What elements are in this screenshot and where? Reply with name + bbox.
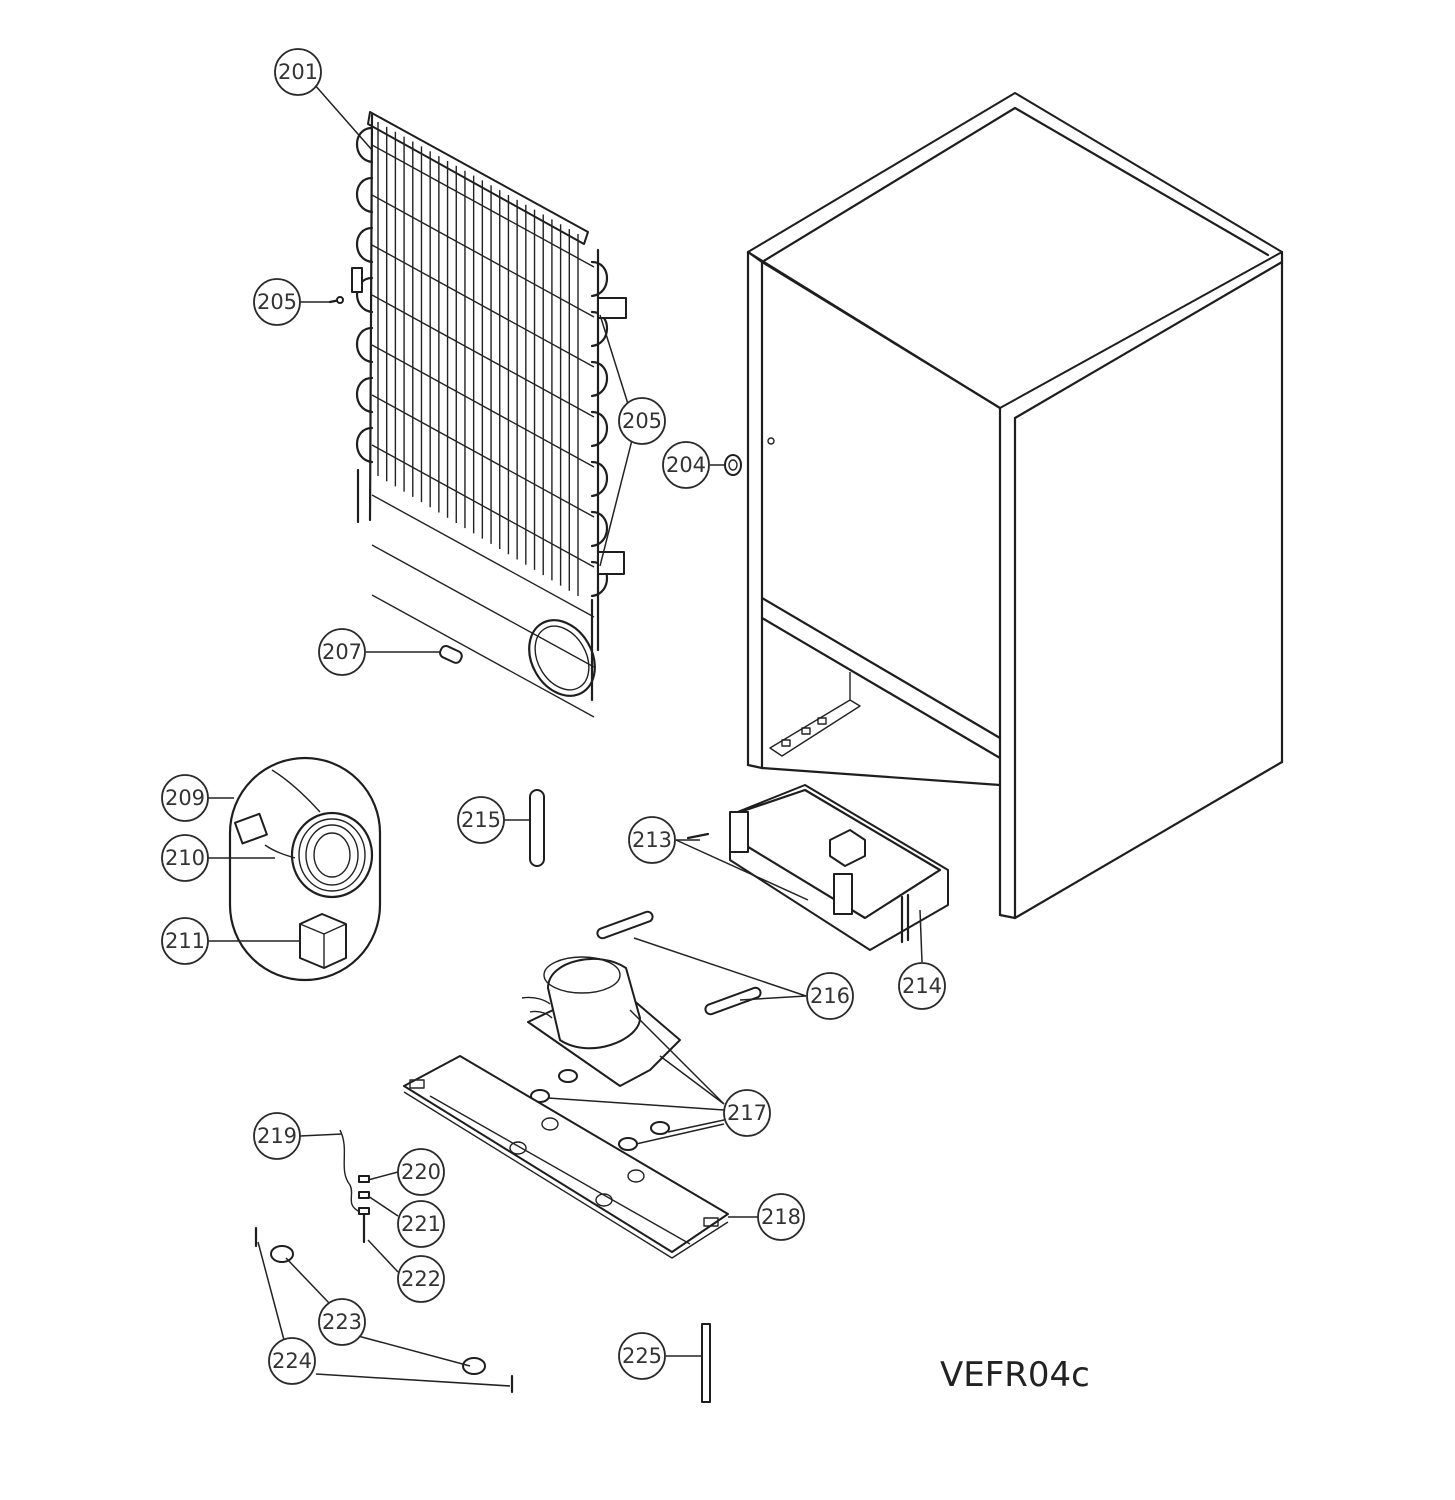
callout-204: 204	[662, 441, 710, 489]
ground-wire-219	[339, 1129, 361, 1213]
svg-text:217: 217	[727, 1101, 767, 1125]
screw-stack-220-222	[358, 1175, 370, 1244]
svg-text:209: 209	[165, 786, 205, 810]
power-cord-group	[228, 756, 382, 982]
svg-text:219: 219	[257, 1124, 297, 1148]
callout-209: 209	[161, 774, 209, 822]
svg-text:223: 223	[322, 1310, 362, 1334]
svg-text:213: 213	[632, 828, 672, 852]
svg-text:207: 207	[322, 640, 362, 664]
screw-205	[328, 296, 344, 304]
svg-text:222: 222	[401, 1267, 441, 1291]
svg-text:205: 205	[622, 409, 662, 433]
callout-220: 220	[397, 1148, 445, 1196]
callout-225: 225	[618, 1332, 666, 1380]
callout-217: 217	[723, 1089, 771, 1137]
compressor-217	[521, 956, 681, 1151]
filter-drier-215	[529, 789, 545, 867]
callout-221: 221	[397, 1200, 445, 1248]
cabinet-body	[746, 92, 1284, 920]
callout-207: 207	[318, 628, 366, 676]
clip-207	[439, 644, 463, 664]
seal-225	[701, 1323, 711, 1403]
callout-224: 224	[268, 1337, 316, 1385]
feet-223-224	[254, 1226, 514, 1394]
callout-216: 216	[806, 972, 854, 1020]
drain-tray-214	[686, 784, 949, 951]
callout-205-right: 205	[618, 397, 666, 445]
callout-213: 213	[628, 816, 676, 864]
condenser-coil	[351, 111, 627, 718]
svg-text:215: 215	[461, 808, 501, 832]
clips-216	[596, 910, 762, 1016]
callout-205-left: 205	[253, 278, 301, 326]
svg-text:204: 204	[666, 453, 706, 477]
svg-text:201: 201	[278, 60, 318, 84]
svg-text:214: 214	[902, 974, 942, 998]
svg-text:221: 221	[401, 1212, 441, 1236]
callout-218: 218	[757, 1193, 805, 1241]
callout-211: 211	[161, 917, 209, 965]
leader-lines	[208, 83, 923, 1387]
callout-214: 214	[898, 962, 946, 1010]
svg-text:225: 225	[622, 1344, 662, 1368]
callout-210: 210	[161, 834, 209, 882]
svg-text:205: 205	[257, 290, 297, 314]
base-plate-218	[403, 1055, 729, 1259]
svg-text:224: 224	[272, 1349, 312, 1373]
callout-222: 222	[397, 1255, 445, 1303]
svg-text:216: 216	[810, 984, 850, 1008]
svg-text:218: 218	[761, 1205, 801, 1229]
svg-text:211: 211	[165, 929, 205, 953]
callout-215: 215	[457, 796, 505, 844]
svg-text:210: 210	[165, 846, 205, 870]
callout-223: 223	[318, 1298, 366, 1346]
grommet-204	[724, 454, 742, 476]
svg-text:220: 220	[401, 1160, 441, 1184]
callout-201: 201	[274, 48, 322, 96]
model-code: VEFR04c	[940, 1355, 1090, 1395]
callout-219: 219	[253, 1112, 301, 1160]
